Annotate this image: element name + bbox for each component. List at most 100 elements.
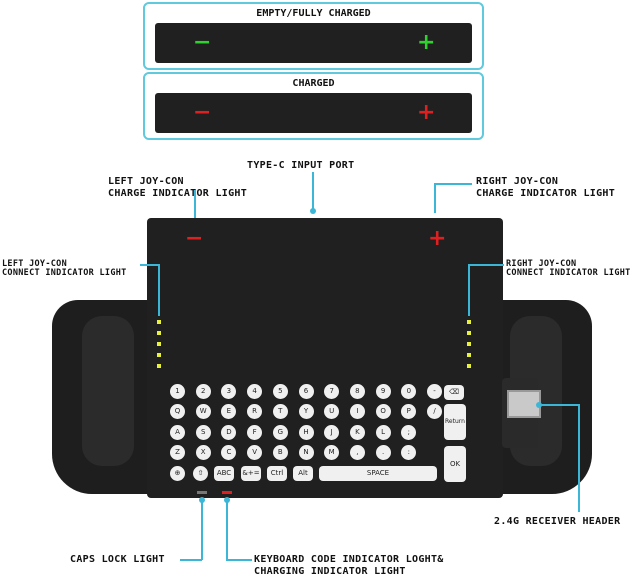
- key-b[interactable]: B: [272, 445, 288, 460]
- key-abc[interactable]: ABC: [214, 466, 234, 481]
- label-code-2: CHARGING INDICATOR LIGHT: [254, 566, 406, 577]
- left-grip-slot: [82, 316, 134, 466]
- callout-left-connect-h: [140, 264, 160, 266]
- key-space[interactable]: SPACE: [319, 466, 437, 481]
- key-[interactable]: ,: [349, 445, 365, 460]
- label-type-c: TYPE-C INPUT PORT: [247, 160, 355, 171]
- left-connect-led: [157, 353, 161, 357]
- callout-receiver-h: [540, 404, 580, 406]
- key-t[interactable]: T: [272, 404, 288, 419]
- key-[interactable]: ⇧: [193, 466, 208, 481]
- key-z[interactable]: Z: [170, 445, 185, 460]
- key-r[interactable]: R: [247, 404, 263, 419]
- label-left-charge-2: CHARGE INDICATOR LIGHT: [108, 188, 248, 199]
- caps-lock-light: [197, 491, 207, 494]
- key-f[interactable]: F: [247, 425, 263, 440]
- key-j[interactable]: J: [324, 425, 340, 440]
- key-a[interactable]: A: [170, 425, 185, 440]
- plus-icon: +: [417, 30, 436, 55]
- key-[interactable]: .: [375, 445, 391, 460]
- key-e[interactable]: E: [221, 404, 237, 419]
- right-connect-led: [467, 320, 471, 324]
- legend-charged-title: CHARGED: [292, 78, 335, 89]
- left-connect-led: [157, 342, 161, 346]
- left-charge-minus-icon: −: [185, 226, 204, 251]
- callout-right-connect-h: [468, 264, 504, 266]
- label-code-1: KEYBOARD CODE INDICATOR LOGHT&: [254, 554, 444, 565]
- callout-receiver-v: [578, 404, 580, 512]
- callout-left-charge: [194, 190, 196, 218]
- key-4[interactable]: 4: [247, 384, 263, 399]
- legend-charged: CHARGED − +: [143, 72, 484, 140]
- ok-key[interactable]: OK: [444, 446, 466, 482]
- key-1[interactable]: 1: [170, 384, 185, 399]
- backspace-key[interactable]: ⌫: [444, 385, 464, 400]
- callout-code-v: [226, 500, 228, 560]
- return-key[interactable]: Return: [444, 404, 466, 440]
- key-k[interactable]: K: [349, 425, 365, 440]
- key-d[interactable]: D: [221, 425, 237, 440]
- key-v[interactable]: V: [247, 445, 263, 460]
- key-m[interactable]: M: [324, 445, 340, 460]
- label-receiver: 2.4G RECEIVER HEADER: [494, 516, 621, 527]
- label-left-connect-2: CONNECT INDICATOR LIGHT: [2, 268, 127, 278]
- key-3[interactable]: 3: [221, 384, 237, 399]
- minus-icon: −: [193, 100, 212, 125]
- left-connect-led: [157, 364, 161, 368]
- key-alt[interactable]: Alt: [293, 466, 313, 481]
- right-connect-led: [467, 353, 471, 357]
- callout-right-charge: [434, 183, 436, 213]
- label-left-connect-1: LEFT JOY-CON: [2, 259, 68, 269]
- key-o[interactable]: O: [375, 404, 391, 419]
- key-ctrl[interactable]: Ctrl: [267, 466, 287, 481]
- key-s[interactable]: S: [195, 425, 211, 440]
- keyboard-dock: − +: [52, 218, 592, 518]
- key-8[interactable]: 8: [349, 384, 365, 399]
- legend-bar: − +: [155, 93, 472, 133]
- key-[interactable]: /: [427, 404, 442, 419]
- callout-right-charge-h: [434, 183, 472, 185]
- callout-caps-h: [180, 559, 202, 561]
- key-g[interactable]: G: [272, 425, 288, 440]
- callout-caps-v: [201, 500, 203, 560]
- key-n[interactable]: N: [298, 445, 314, 460]
- key-u[interactable]: U: [324, 404, 340, 419]
- key-0[interactable]: 0: [401, 384, 417, 399]
- key-i[interactable]: I: [349, 404, 365, 419]
- key-w[interactable]: W: [195, 404, 211, 419]
- key-[interactable]: &+=: [241, 466, 261, 481]
- callout-right-connect-v: [468, 264, 470, 316]
- right-connect-led: [467, 331, 471, 335]
- callout-dot: [310, 208, 316, 214]
- key-[interactable]: ⊕: [170, 466, 185, 481]
- key-p[interactable]: P: [401, 404, 417, 419]
- legend-empty-full-title: EMPTY/FULLY CHARGED: [256, 8, 371, 19]
- right-connect-led: [467, 364, 471, 368]
- key-[interactable]: :: [401, 445, 417, 460]
- key-2[interactable]: 2: [195, 384, 211, 399]
- left-connect-led: [157, 331, 161, 335]
- minus-icon: −: [193, 30, 212, 55]
- key-[interactable]: ;: [401, 425, 417, 440]
- key-9[interactable]: 9: [375, 384, 391, 399]
- left-connect-led: [157, 320, 161, 324]
- key-c[interactable]: C: [221, 445, 237, 460]
- label-right-charge-2: CHARGE INDICATOR LIGHT: [476, 188, 616, 199]
- key-l[interactable]: L: [375, 425, 391, 440]
- key-5[interactable]: 5: [272, 384, 288, 399]
- label-right-connect-2: CONNECT INDICATOR LIGHT: [506, 268, 631, 278]
- callout-dot: [536, 402, 542, 408]
- label-left-charge-1: LEFT JOY-CON: [108, 176, 184, 187]
- right-connect-led: [467, 342, 471, 346]
- legend-empty-full: EMPTY/FULLY CHARGED − +: [143, 2, 484, 70]
- key-6[interactable]: 6: [298, 384, 314, 399]
- key-7[interactable]: 7: [324, 384, 340, 399]
- key-[interactable]: -: [427, 384, 442, 399]
- label-right-charge-1: RIGHT JOY-CON: [476, 176, 559, 187]
- key-y[interactable]: Y: [298, 404, 314, 419]
- label-caps: CAPS LOCK LIGHT: [70, 554, 165, 565]
- callout-left-connect-v: [158, 264, 160, 316]
- key-q[interactable]: Q: [170, 404, 185, 419]
- key-h[interactable]: H: [298, 425, 314, 440]
- key-x[interactable]: X: [195, 445, 211, 460]
